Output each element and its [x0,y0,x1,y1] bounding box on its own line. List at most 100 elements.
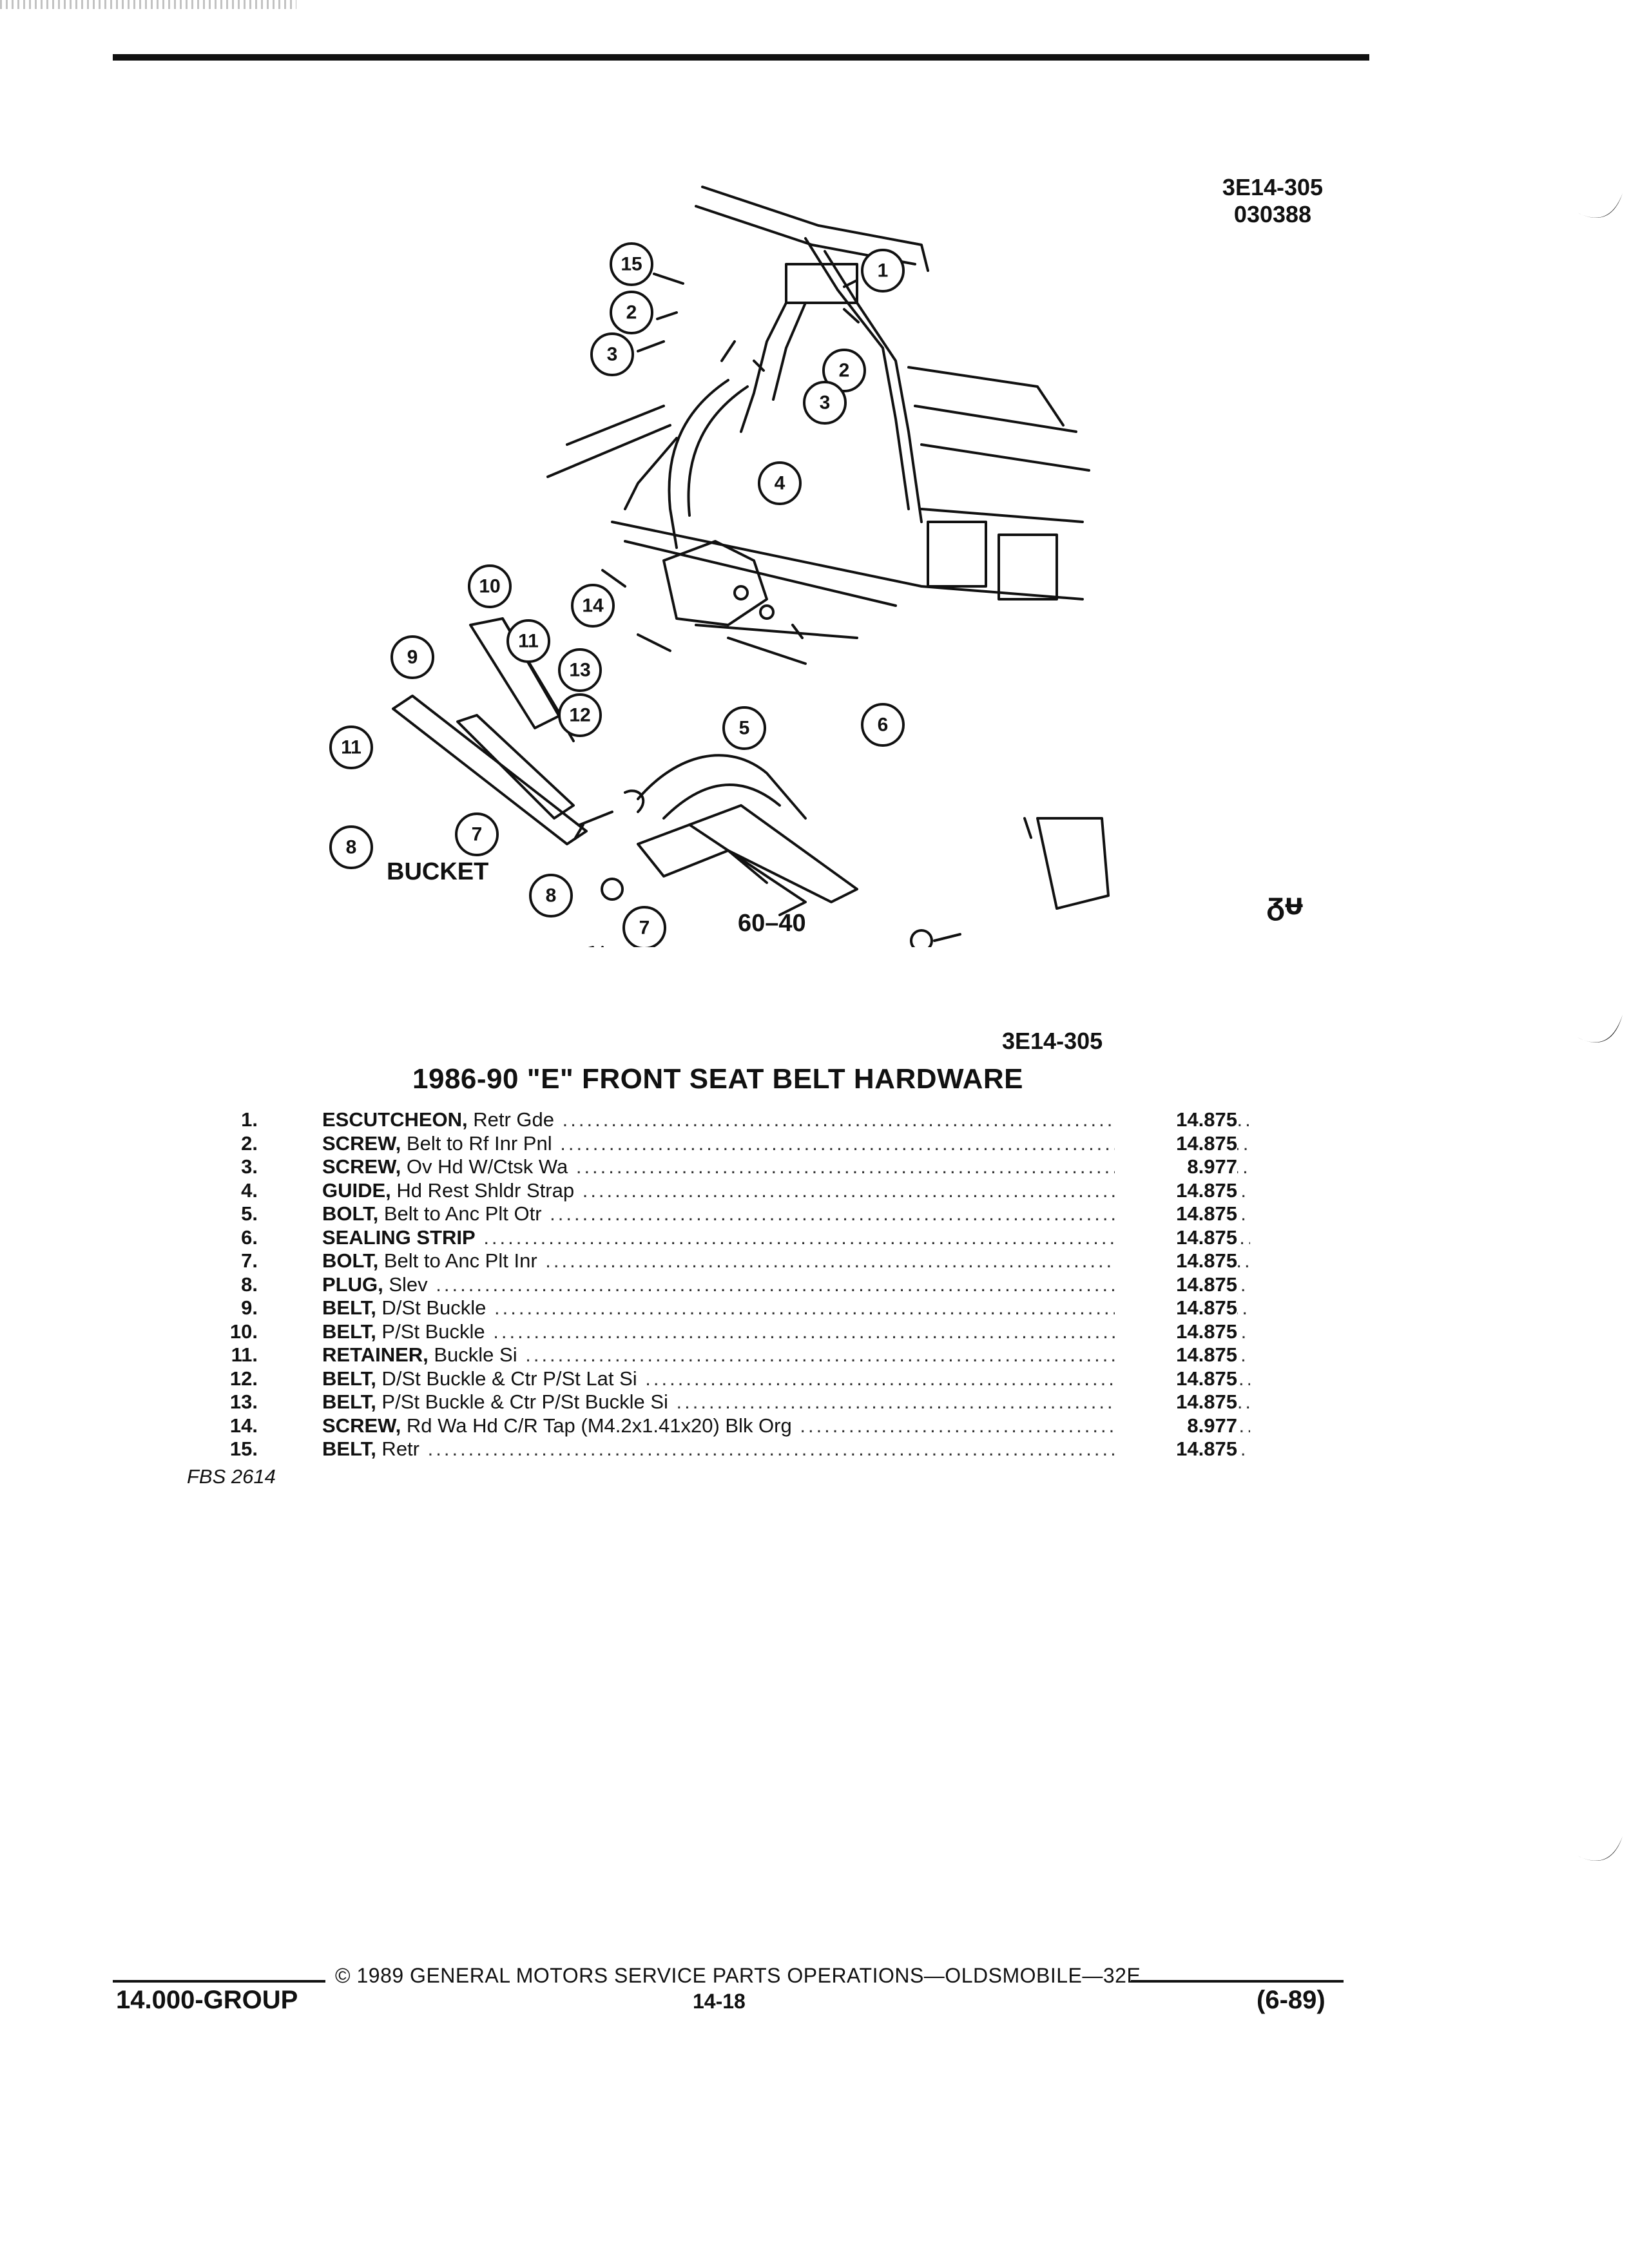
parts-list: 1. ESCUTCHEON, Retr Gde .................… [168,1108,1250,1461]
part-description: GUIDE, Hd Rest Shldr Strap .............… [322,1179,1250,1203]
part-group-number: 14.875 [1115,1225,1237,1249]
part-group-number: 14.875 [1115,1320,1237,1343]
callout-numbers: 15 1 2 3 2 3 4 10 14 11 9 13 12 5 6 11 7… [341,254,888,939]
diagram-linework [392,186,1110,947]
part-detail: D/St Buckle & Ctr P/St Lat Si [376,1367,637,1390]
label-60-40: 60–40 [738,910,806,937]
callout-11-lower: 11 [341,737,361,758]
part-number: 8. [241,1273,258,1296]
callout-circles [329,242,905,947]
parts-list-row: 1. ESCUTCHEON, Retr Gde .................… [168,1108,1250,1132]
part-group-number: 14.875 [1115,1108,1237,1132]
part-description: SCREW, Ov Hd W/Ctsk Wa .................… [322,1155,1250,1179]
part-name: BELT, [322,1390,376,1413]
part-name: BELT, [322,1320,376,1343]
part-number: 6. [241,1225,258,1249]
part-detail: Belt to Anc Plt Inr [378,1249,537,1272]
seat-belt-exploded-diagram: 15 1 2 3 2 3 4 10 14 11 9 13 12 5 6 11 7… [277,174,1115,947]
parts-list-row: 9. BELT, D/St Buckle ....................… [168,1296,1250,1320]
part-detail: Retr [376,1437,419,1460]
callout-15: 15 [621,254,642,275]
diagram-code: 3E14-305 [1002,1028,1103,1054]
parts-list-row: 14.SCREW, Rd Wa Hd C/R Tap (M4.2x1.41x20… [168,1414,1250,1437]
part-group-number: 8.977 [1115,1155,1237,1179]
callout-4: 4 [775,473,786,494]
footer-rule-left [113,1980,325,1983]
callout-13: 13 [569,660,590,681]
parts-list-row: 2.SCREW, Belt to Rf Inr Pnl ............… [168,1131,1250,1155]
footer-group: 14.000-GROUP [116,1986,298,2014]
footer-rule-right [1131,1980,1344,1983]
callout-14: 14 [582,595,604,617]
part-description: RETAINER, Buckle Si ....................… [322,1343,1250,1367]
part-description: PLUG, Slev .............................… [322,1273,1250,1297]
part-detail: P/St Buckle [376,1320,485,1343]
part-group-number: 14.875 [1115,1437,1237,1461]
part-description: ESCUTCHEON, Retr Gde ...................… [322,1108,1250,1132]
illustration-code-block: 3E14-305 030388 [1189,174,1356,228]
part-description: BELT, P/St Buckle & Ctr P/St Buckle Si .… [322,1390,1250,1414]
part-name: PLUG, [322,1273,383,1296]
part-description: BOLT, Belt to Anc Plt Inr ..............… [322,1249,1250,1273]
callout-2-upper: 2 [626,302,637,323]
callout-12: 12 [569,705,590,726]
part-number: 12. [229,1367,258,1390]
part-description: BELT, P/St Buckle ......................… [322,1320,1250,1344]
part-name: BELT, [322,1367,376,1390]
part-description: BELT, D/St Buckle & Ctr P/St Lat Si ....… [322,1367,1250,1391]
parts-list-row: 5. BOLT, Belt to Anc Plt Otr ............… [168,1202,1250,1226]
part-group-number: 14.875 [1115,1131,1237,1155]
callout-8-bucket: 8 [346,837,357,858]
part-number: 1. [241,1108,258,1131]
callout-1: 1 [878,260,889,282]
parts-list-row: 8. PLUG, Slev ...........................… [168,1273,1250,1296]
label-bucket: BUCKET [387,858,488,885]
part-number: 4. [241,1178,258,1202]
part-detail: Hd Rest Shldr Strap [390,1178,575,1202]
binding-edge-marks [1577,193,1623,1861]
parts-list-row: 3.SCREW, Ov Hd W/Ctsk Wa ...............… [168,1155,1250,1179]
scan-speckle [0,0,296,9]
callout-3-upper: 3 [607,344,618,365]
part-name: BELT, [322,1296,376,1319]
parts-list-row: 7.BOLT, Belt to Anc Plt Inr ............… [168,1249,1250,1273]
part-name: BOLT, [322,1249,379,1272]
callout-5: 5 [739,718,750,739]
illustration-date-code: 030388 [1233,201,1312,227]
part-number: 10. [229,1320,258,1343]
part-description: BELT, D/St Buckle ......................… [322,1296,1250,1320]
parts-list-row: 4. GUIDE, Hd Rest Shldr Strap ...........… [168,1178,1250,1202]
part-number: 5. [241,1202,258,1225]
part-detail: Belt to Anc Plt Otr [378,1202,542,1225]
callout-7-bucket: 7 [472,824,483,845]
part-description: SEALING STRIP ..........................… [322,1226,1250,1250]
part-number: 9. [241,1296,258,1319]
part-name: ESCUTCHEON, [322,1108,468,1131]
parts-list-row: 6. SEALING STRIP ........................… [168,1225,1250,1249]
callout-10: 10 [479,576,500,597]
parts-list-row: 12. BELT, D/St Buckle & Ctr P/St Lat Si .… [168,1367,1250,1390]
part-group-number: 14.875 [1115,1367,1237,1390]
part-name: GUIDE, [322,1178,391,1202]
part-group-number: 14.875 [1115,1273,1237,1296]
part-description: SCREW, Rd Wa Hd C/R Tap (M4.2x1.41x20) B… [322,1414,1250,1438]
part-group-number: 8.977 [1115,1414,1237,1437]
part-detail: D/St Buckle [376,1296,487,1319]
top-rule [113,54,1369,61]
part-group-number: 14.875 [1115,1296,1237,1320]
callout-11-upper: 11 [518,631,539,652]
part-description: BOLT, Belt to Anc Plt Otr ..............… [322,1202,1250,1226]
part-description: BELT, Retr .............................… [322,1437,1250,1461]
illustration-code: 3E14-305 [1222,174,1324,200]
part-name: RETAINER, [322,1343,429,1366]
footer-copyright: © 1989 GENERAL MOTORS SERVICE PARTS OPER… [335,1964,1141,1987]
dot-leader: ........................................… [436,1273,1250,1296]
diagram-svg: 15 1 2 3 2 3 4 10 14 11 9 13 12 5 6 11 7… [329,186,1110,947]
parts-list-row: 10. BELT, P/St Buckle ...................… [168,1320,1250,1343]
callout-3-right: 3 [820,392,831,414]
parts-list-row: 11.RETAINER, Buckle Si .................… [168,1343,1250,1367]
part-number: 2. [241,1131,258,1155]
parts-list-row: 15.BELT, Retr ..........................… [168,1437,1250,1461]
fbs-reference: FBS 2614 [187,1465,276,1488]
part-name: SEALING STRIP [322,1225,476,1249]
